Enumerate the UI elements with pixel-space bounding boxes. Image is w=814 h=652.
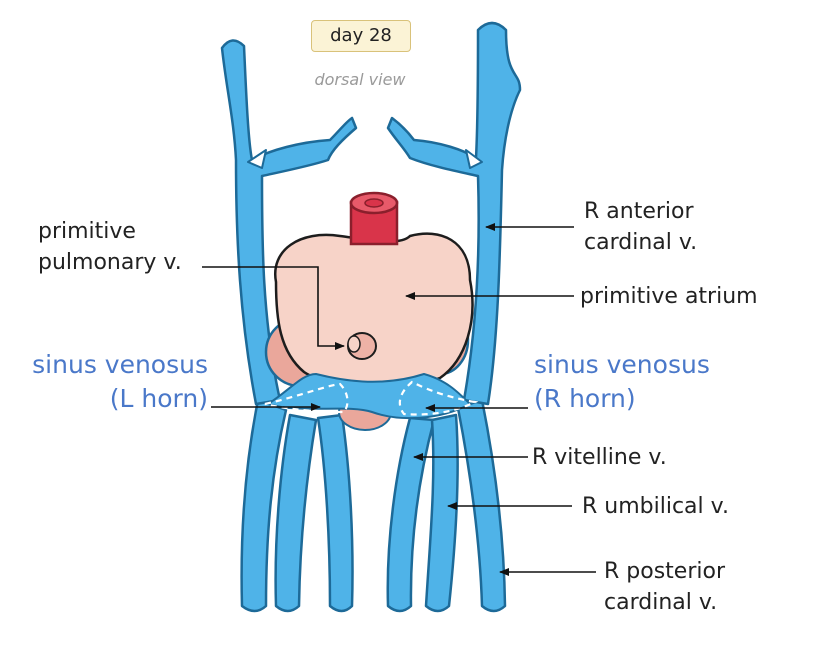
l-anterior-cardinal-vein	[220, 39, 358, 406]
label-line-2: cardinal v.	[604, 590, 718, 615]
pulmonary-vein-opening	[347, 332, 377, 360]
label-line-2: cardinal v.	[584, 230, 698, 255]
r-umbilical-vein	[424, 413, 459, 613]
label-primitive-pulmonary-v: primitive pulmonary v.	[38, 216, 182, 278]
label-sinus-venosus-l-horn: sinus venosus (L horn)	[8, 348, 208, 416]
label-sinus-venosus-r-horn: sinus venosus (R horn)	[534, 348, 710, 416]
label-line-1: R posterior	[604, 559, 725, 584]
l-umbilical-vein	[274, 413, 318, 613]
l-vitelline-vein	[316, 413, 354, 613]
outflow-tract	[349, 191, 399, 246]
label-primitive-atrium: primitive atrium	[580, 284, 758, 309]
label-line-2: (L horn)	[109, 384, 208, 413]
label-line-2: (R horn)	[534, 384, 636, 413]
stage-badge: day 28	[311, 20, 411, 52]
label-r-posterior-cardinal-v: R posterior cardinal v.	[604, 556, 725, 618]
primitive-atrium	[273, 232, 474, 387]
view-label: dorsal view	[314, 70, 406, 89]
label-line-1: sinus venosus	[534, 350, 710, 379]
lower-veins	[240, 398, 507, 613]
label-line-1: sinus venosus	[32, 350, 208, 379]
label-line-1: R anterior	[584, 199, 694, 224]
label-line-2: pulmonary v.	[38, 250, 182, 275]
pulmonary-v-leader	[202, 266, 345, 350]
label-line-1: primitive	[38, 219, 136, 244]
l-posterior-cardinal-vein	[240, 398, 288, 613]
label-r-vitelline-v: R vitelline v.	[532, 445, 667, 470]
anterior-cardinal-veins	[220, 21, 522, 406]
label-r-umbilical-v: R umbilical v.	[582, 494, 729, 519]
r-anterior-cardinal-vein	[386, 21, 522, 406]
sinus-horn-outlines	[264, 380, 479, 416]
leader-lines	[202, 223, 596, 576]
r-vitelline-vein	[386, 416, 436, 613]
label-r-anterior-cardinal-v: R anterior cardinal v.	[584, 196, 697, 258]
